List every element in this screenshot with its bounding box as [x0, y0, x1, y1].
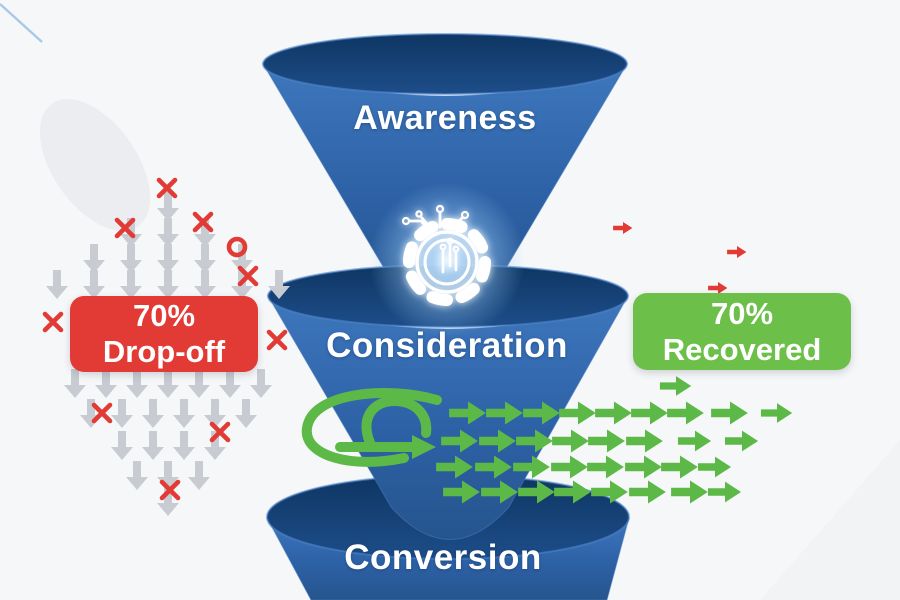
dropoff-badge-label: Drop-off	[102, 334, 226, 369]
dropoff-badge: 70% Drop-off	[70, 296, 258, 372]
gray-down-arrow-icon	[157, 369, 179, 398]
green-right-arrow-icon	[479, 429, 516, 453]
gray-down-arrow-icon	[219, 369, 241, 398]
green-right-arrow-icon	[626, 429, 663, 453]
gray-down-arrow-icon	[64, 369, 86, 398]
gray-down-arrow-icon	[173, 431, 195, 460]
green-right-arrow-icon	[697, 456, 732, 478]
recovery-loop-arrow-icon	[301, 388, 442, 467]
green-right-arrow-icon	[486, 401, 523, 425]
red-right-arrow-icon	[727, 245, 747, 259]
green-right-arrow-icon	[667, 401, 704, 425]
green-right-arrow-icon	[588, 429, 625, 453]
green-right-arrow-icon	[516, 429, 553, 453]
green-right-arrow-icon	[591, 480, 628, 504]
gray-down-arrow-icon	[194, 270, 216, 299]
green-right-arrow-icon	[436, 455, 473, 479]
stage-label-conversion: Conversion	[344, 538, 542, 577]
gray-down-arrow-icon	[188, 461, 210, 490]
recovered-badge-value: 70%	[710, 295, 774, 331]
gray-down-arrow-icon	[157, 218, 179, 247]
green-right-arrow-icon	[629, 480, 666, 504]
green-right-arrow-icon	[724, 430, 759, 452]
green-right-arrow-icon	[518, 480, 555, 504]
gray-down-arrow-icon	[95, 369, 117, 398]
green-right-arrow-icon	[481, 480, 518, 504]
gray-down-arrow-icon	[120, 270, 142, 299]
gray-down-arrow-icon	[157, 270, 179, 299]
gray-down-arrow-icon	[235, 399, 257, 428]
green-right-arrow-icon	[587, 455, 624, 479]
gear-teeth	[403, 218, 491, 306]
recovered-arrow-stream	[436, 376, 793, 504]
gray-down-arrow-icon	[194, 244, 216, 273]
green-right-arrow-icon	[559, 401, 596, 425]
green-right-arrow-icon	[677, 430, 712, 452]
green-right-arrow-icon	[631, 401, 668, 425]
gray-down-arrow-icon	[204, 399, 226, 428]
green-right-arrow-icon	[707, 481, 742, 503]
gray-down-arrow-icon	[188, 369, 210, 398]
scatter-red-arrows	[613, 221, 747, 295]
gray-down-arrow-icon	[268, 270, 290, 299]
stage-label-consideration: Consideration	[326, 326, 568, 365]
gray-down-arrow-icon	[46, 270, 68, 299]
gray-down-arrow-icon	[142, 431, 164, 460]
red-x-icon	[94, 405, 110, 421]
green-right-arrow-icon	[449, 401, 486, 425]
gray-down-arrow-icon	[111, 399, 133, 428]
gray-down-arrow-icon	[83, 244, 105, 273]
gray-down-arrow-icon	[142, 399, 164, 428]
gray-down-arrow-icon	[126, 461, 148, 490]
recovered-badge: 70% Recovered	[633, 293, 851, 370]
green-right-arrow-icon	[625, 455, 662, 479]
gray-down-arrow-icon	[250, 369, 272, 398]
green-right-arrow-icon	[659, 376, 692, 396]
green-right-arrow-icon	[671, 480, 708, 504]
green-right-arrow-icon	[554, 480, 591, 504]
gray-down-arrow-icon	[120, 244, 142, 273]
loop-arrowhead	[412, 435, 436, 459]
background-blob	[39, 99, 151, 231]
gray-down-arrow-icon	[83, 270, 105, 299]
background-corner-shade	[760, 440, 900, 600]
background-diagonal-line	[0, 3, 43, 43]
green-right-arrow-icon	[523, 401, 560, 425]
green-right-arrow-icon	[661, 455, 698, 479]
green-right-arrow-icon	[552, 429, 589, 453]
red-right-arrow-icon	[613, 221, 633, 235]
green-right-arrow-icon	[551, 455, 588, 479]
green-right-arrow-icon	[443, 480, 480, 504]
gray-down-arrow-icon	[126, 369, 148, 398]
ai-gear-circuit-icon	[401, 204, 491, 306]
green-right-arrow-icon	[475, 455, 512, 479]
funnel-awareness-mouth	[262, 33, 628, 95]
gray-down-arrow-icon	[157, 244, 179, 273]
gray-down-arrow-icon	[173, 399, 195, 428]
stage-label-awareness: Awareness	[353, 99, 537, 137]
green-right-arrow-icon	[441, 429, 478, 453]
green-right-arrow-icon	[595, 401, 632, 425]
dropoff-badge-value: 70%	[132, 298, 196, 333]
red-x-icon	[45, 314, 61, 330]
recovered-badge-label: Recovered	[662, 331, 822, 367]
green-right-arrow-icon	[711, 401, 748, 425]
green-right-arrow-icon	[513, 455, 550, 479]
green-right-arrow-icon	[760, 403, 793, 423]
gear-ring	[415, 230, 479, 294]
gray-down-arrow-icon	[111, 431, 133, 460]
